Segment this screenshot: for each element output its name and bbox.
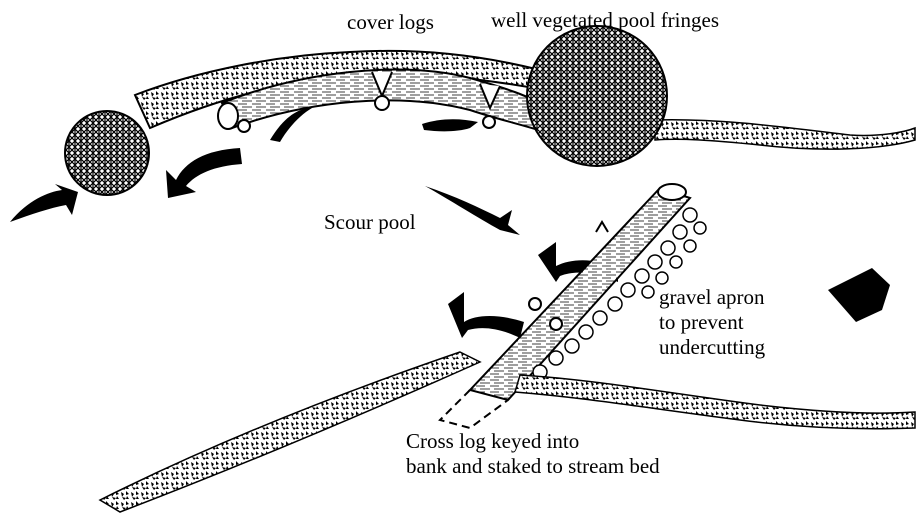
label-cover-logs: cover logs [347, 11, 434, 34]
label-cross-log-line-1: Cross log keyed into [406, 429, 660, 454]
flow-arrows [166, 148, 890, 338]
label-gravel-apron-line-2: to prevent [659, 310, 765, 335]
label-gravel-apron-line-3: undercutting [659, 335, 765, 360]
label-cross-log: Cross log keyed into bank and staked to … [406, 429, 660, 479]
label-gravel-apron-line-1: gravel apron [659, 285, 765, 310]
label-scour-pool: Scour pool [324, 211, 416, 234]
label-gravel-apron: gravel apron to prevent undercutting [659, 285, 765, 360]
label-cross-log-line-2: bank and staked to stream bed [406, 454, 660, 479]
label-pool-fringes: well vegetated pool fringes [491, 9, 719, 32]
